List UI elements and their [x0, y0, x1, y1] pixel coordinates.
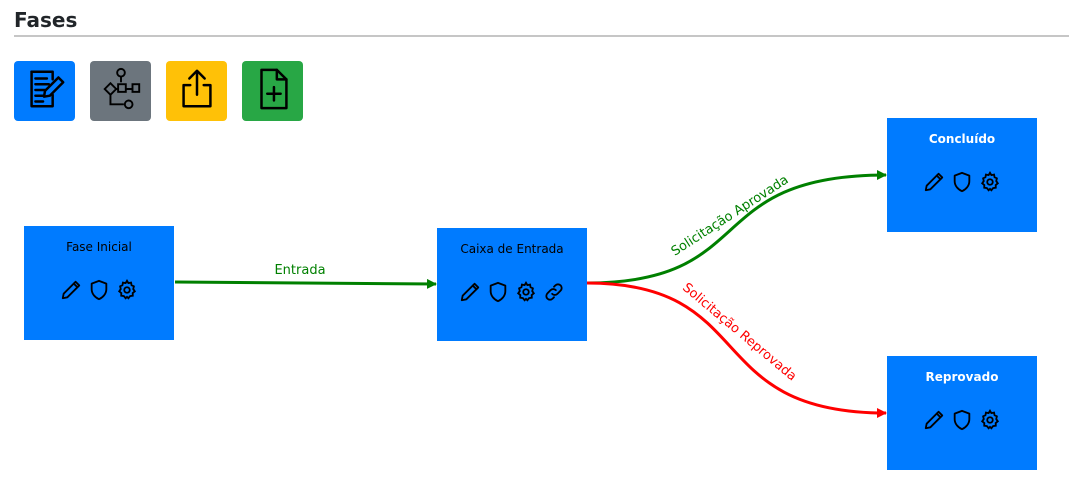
- phase-node-title: Fase Inicial: [66, 240, 132, 254]
- phase-node-title: Caixa de Entrada: [460, 242, 564, 256]
- gear-icon[interactable]: [978, 408, 1002, 432]
- pencil-icon[interactable]: [458, 280, 482, 304]
- pencil-icon[interactable]: [59, 278, 83, 302]
- gear-icon[interactable]: [514, 280, 538, 304]
- edit-document-button[interactable]: [14, 61, 75, 121]
- edge-entrada[interactable]: [174, 278, 437, 289]
- phase-node-fase-inicial[interactable]: Fase Inicial: [24, 226, 174, 340]
- edge-reprovada-label: Solicitação Reprovada: [679, 280, 799, 384]
- phase-node-actions: [458, 280, 566, 304]
- phase-node-reprovado[interactable]: Reprovado: [887, 356, 1037, 470]
- shield-icon[interactable]: [950, 170, 974, 194]
- title-divider: [14, 35, 1069, 37]
- phase-node-actions: [922, 408, 1002, 432]
- pencil-icon[interactable]: [922, 408, 946, 432]
- workflow-diagram-button[interactable]: [90, 61, 151, 121]
- phase-node-caixa-de-entrada[interactable]: Caixa de Entrada: [437, 228, 587, 341]
- flowchart-icon: [98, 66, 144, 116]
- pencil-icon[interactable]: [922, 170, 946, 194]
- file-plus-icon: [250, 66, 296, 116]
- link-icon[interactable]: [542, 280, 566, 304]
- page-title: Fases: [14, 8, 78, 32]
- shield-icon[interactable]: [486, 280, 510, 304]
- edge-aprovada[interactable]: [586, 170, 887, 285]
- gear-icon[interactable]: [978, 170, 1002, 194]
- phase-node-actions: [922, 170, 1002, 194]
- phase-node-title: Concluído: [928, 132, 996, 146]
- edge-reprovada[interactable]: [586, 281, 887, 418]
- phase-node-concluido[interactable]: Concluído: [887, 118, 1037, 232]
- document-edit-icon: [22, 66, 68, 116]
- add-phase-button[interactable]: [242, 61, 303, 121]
- export-button[interactable]: [166, 61, 227, 121]
- shield-icon[interactable]: [950, 408, 974, 432]
- share-upload-icon: [174, 66, 220, 116]
- edge-aprovada-label: Solicitação Aprovada: [669, 173, 792, 260]
- phase-node-title: Reprovado: [925, 370, 999, 384]
- phase-node-actions: [59, 278, 139, 302]
- gear-icon[interactable]: [115, 278, 139, 302]
- shield-icon[interactable]: [87, 278, 111, 302]
- edge-entrada-label: Entrada: [274, 263, 325, 278]
